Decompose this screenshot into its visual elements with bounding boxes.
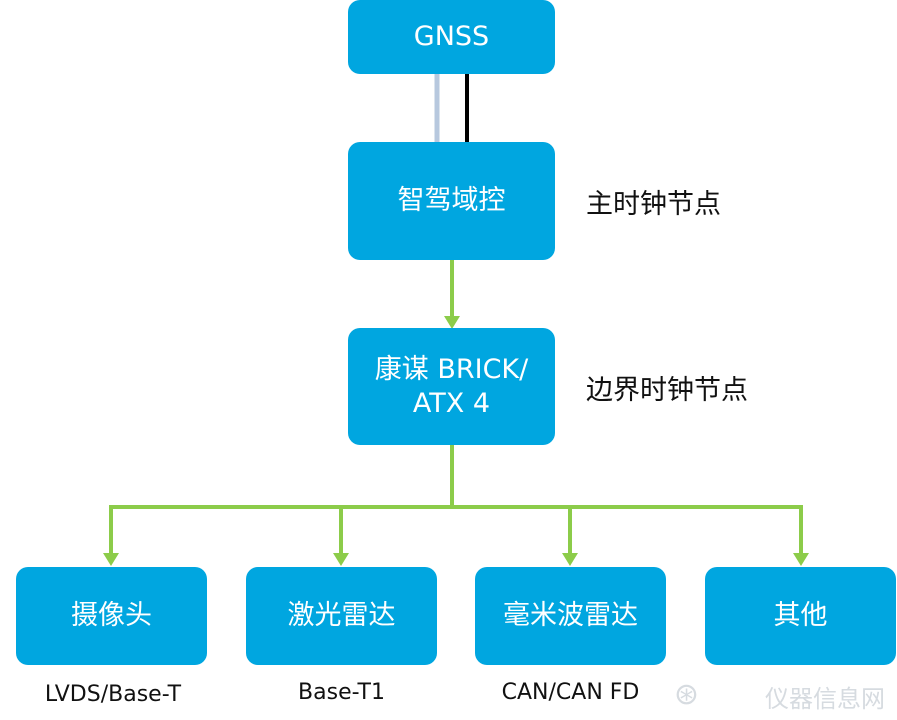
radar-node: 毫米波雷达 [475,567,666,665]
arrowhead-other [793,553,809,566]
adas-domain-controller-node: 智驾域控 [348,142,555,260]
gnss-node: GNSS [348,0,555,74]
other-node-label: 其他 [773,600,828,632]
arrowhead-brick [444,316,460,329]
camera-node: 摄像头 [16,567,207,665]
arrowhead-camera [103,553,119,566]
camera-node-label: 摄像头 [71,600,152,632]
brick-node: 康谋 BRICK/ ATX 4 [348,328,555,445]
watermark: 仪器信息网 [765,685,885,713]
watermark-logo-icon: ⊛ [673,677,699,712]
arrowhead-radar [562,553,578,566]
radar-interface-label: CAN/CAN FD [501,680,640,705]
lidar-node-label: 激光雷达 [287,600,396,632]
lidar-interface-label: Base-T1 [298,680,385,705]
other-node: 其他 [705,567,896,665]
boundary-clock-label: 边界时钟节点 [586,375,748,406]
arrowhead-lidar [333,553,349,566]
master-clock-label: 主时钟节点 [586,189,721,220]
gnss-node-label: GNSS [413,21,490,53]
camera-interface-label: LVDS/Base-T [44,682,182,707]
adas-domain-controller-label: 智驾域控 [397,185,506,217]
radar-node-label: 毫米波雷达 [503,600,638,632]
lidar-node: 激光雷达 [246,567,437,665]
brick-node-label: 康谋 BRICK/ ATX 4 [374,353,529,419]
